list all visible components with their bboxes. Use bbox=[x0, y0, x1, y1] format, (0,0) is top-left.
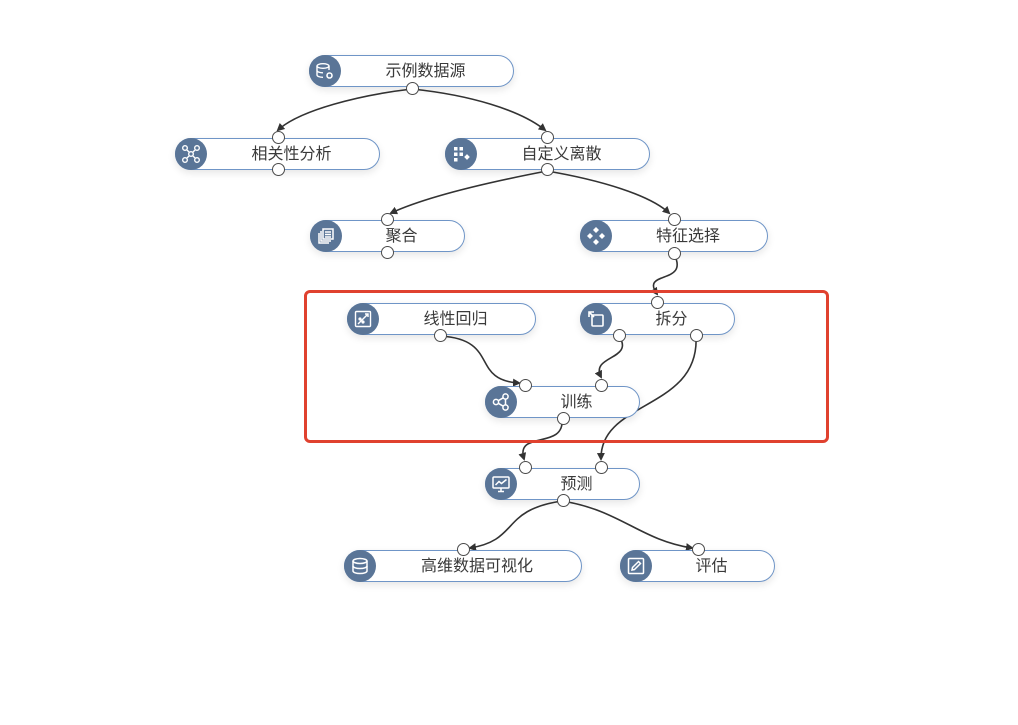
stacked-layers-icon bbox=[310, 220, 342, 252]
regression-line-icon bbox=[347, 303, 379, 335]
output-port[interactable] bbox=[557, 412, 570, 425]
output-port[interactable] bbox=[381, 246, 394, 259]
node-label: 示例数据源 bbox=[385, 61, 466, 80]
network-nodes-icon bbox=[175, 138, 207, 170]
input-port-left[interactable] bbox=[519, 379, 532, 392]
node-label: 拆分 bbox=[655, 309, 688, 328]
node-split[interactable]: 拆分 bbox=[580, 296, 735, 342]
output-port[interactable] bbox=[406, 82, 419, 95]
edge-source-to-correlation[interactable] bbox=[276, 88, 413, 132]
node-custom-discretize[interactable]: 自定义离散 bbox=[445, 131, 650, 176]
node-data-source[interactable]: 示例数据源 bbox=[309, 55, 514, 95]
input-port[interactable] bbox=[668, 213, 681, 226]
grid-dots-icon bbox=[445, 138, 477, 170]
database-gear-icon bbox=[309, 55, 341, 87]
node-aggregate[interactable]: 聚合 bbox=[310, 213, 465, 259]
monitor-chart-icon bbox=[485, 468, 517, 500]
output-port[interactable] bbox=[668, 247, 681, 260]
input-port-right[interactable] bbox=[595, 461, 608, 474]
share-nodes-icon bbox=[485, 386, 517, 418]
node-label: 训练 bbox=[560, 392, 593, 411]
split-squares-icon bbox=[580, 303, 612, 335]
output-port[interactable] bbox=[541, 163, 554, 176]
node-linear-regression[interactable]: 线性回归 bbox=[347, 303, 536, 342]
input-port[interactable] bbox=[541, 131, 554, 144]
node-evaluate[interactable]: 评估 bbox=[620, 543, 775, 582]
node-correlation-analysis[interactable]: 相关性分析 bbox=[175, 131, 380, 176]
edit-pencil-icon bbox=[620, 550, 652, 582]
node-label: 线性回归 bbox=[423, 309, 488, 328]
node-label: 自定义离散 bbox=[521, 144, 602, 163]
input-port[interactable] bbox=[272, 131, 285, 144]
output-port[interactable] bbox=[272, 163, 285, 176]
node-label: 聚合 bbox=[385, 226, 418, 245]
node-label: 相关性分析 bbox=[251, 144, 332, 163]
node-label: 高维数据可视化 bbox=[420, 556, 533, 575]
node-high-dim-visualization[interactable]: 高维数据可视化 bbox=[344, 543, 582, 582]
input-port[interactable] bbox=[651, 296, 664, 309]
edge-source-to-discretize[interactable] bbox=[411, 88, 547, 132]
database-stack-icon bbox=[344, 550, 376, 582]
edge-predict-to-visualize[interactable] bbox=[468, 500, 563, 551]
input-port[interactable] bbox=[457, 543, 470, 556]
node-label: 评估 bbox=[695, 556, 728, 575]
output-port[interactable] bbox=[434, 329, 447, 342]
edge-split-to-train[interactable] bbox=[594, 335, 624, 379]
edge-discretize-to-aggregate[interactable] bbox=[389, 170, 548, 215]
node-label: 预测 bbox=[560, 474, 593, 493]
input-port-left[interactable] bbox=[519, 461, 532, 474]
edge-regression-to-train[interactable] bbox=[440, 335, 521, 387]
edge-train-to-predict[interactable] bbox=[518, 418, 563, 461]
node-feature-selection[interactable]: 特征选择 bbox=[580, 213, 768, 260]
output-port-right[interactable] bbox=[690, 329, 703, 342]
input-port-right[interactable] bbox=[595, 379, 608, 392]
input-port[interactable] bbox=[692, 543, 705, 556]
diamond-arrows-icon bbox=[580, 220, 612, 252]
input-port[interactable] bbox=[381, 213, 394, 226]
output-port-left[interactable] bbox=[613, 329, 626, 342]
output-port[interactable] bbox=[557, 494, 570, 507]
node-predict[interactable]: 预测 bbox=[485, 461, 640, 507]
edge-discretize-to-feature-select[interactable] bbox=[546, 170, 671, 215]
node-label: 特征选择 bbox=[655, 226, 720, 245]
edge-feature-select-to-split[interactable] bbox=[650, 253, 678, 296]
edge-predict-to-evaluate[interactable] bbox=[561, 500, 694, 552]
node-train[interactable]: 训练 bbox=[485, 379, 640, 425]
